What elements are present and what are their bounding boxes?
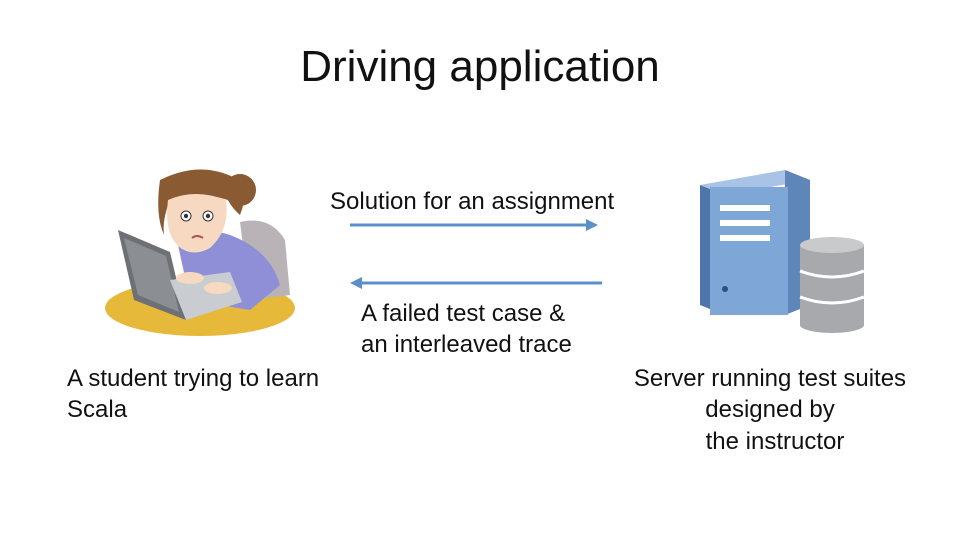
- request-arrow: [350, 219, 598, 231]
- response-label-line-2: an interleaved trace: [361, 331, 572, 358]
- hair-bun: [224, 174, 256, 206]
- server-slot-1: [720, 205, 770, 211]
- student-at-laptop-illustration: [105, 169, 295, 336]
- student-caption-line-2: Scala: [67, 396, 128, 423]
- request-label: Solution for an assignment: [330, 188, 615, 215]
- server-power-light: [722, 286, 728, 292]
- student-hair: [158, 169, 244, 235]
- student-pupil-right: [205, 213, 211, 219]
- student-caption-line-1: A student trying to learn: [67, 365, 320, 392]
- server-caption-line-2: designed by: [705, 396, 835, 423]
- response-label-line-1: A failed test case &: [361, 300, 566, 327]
- student-hand-left: [176, 272, 204, 284]
- student-face: [167, 194, 227, 253]
- server-caption-line-3: the instructor: [705, 428, 845, 455]
- server-slot-3: [720, 235, 770, 241]
- laptop-screen-inner: [124, 238, 179, 312]
- database-icon: [799, 237, 865, 333]
- student-pupil-left: [183, 213, 189, 219]
- slide-title: Driving application: [300, 42, 660, 91]
- server-with-database-illustration: [700, 170, 865, 333]
- server-slot-2: [720, 220, 770, 226]
- server-caption-line-1: Server running test suites: [633, 365, 907, 392]
- student-mouth: [191, 235, 204, 239]
- student-hand-right: [204, 282, 232, 294]
- response-arrow: [350, 277, 602, 289]
